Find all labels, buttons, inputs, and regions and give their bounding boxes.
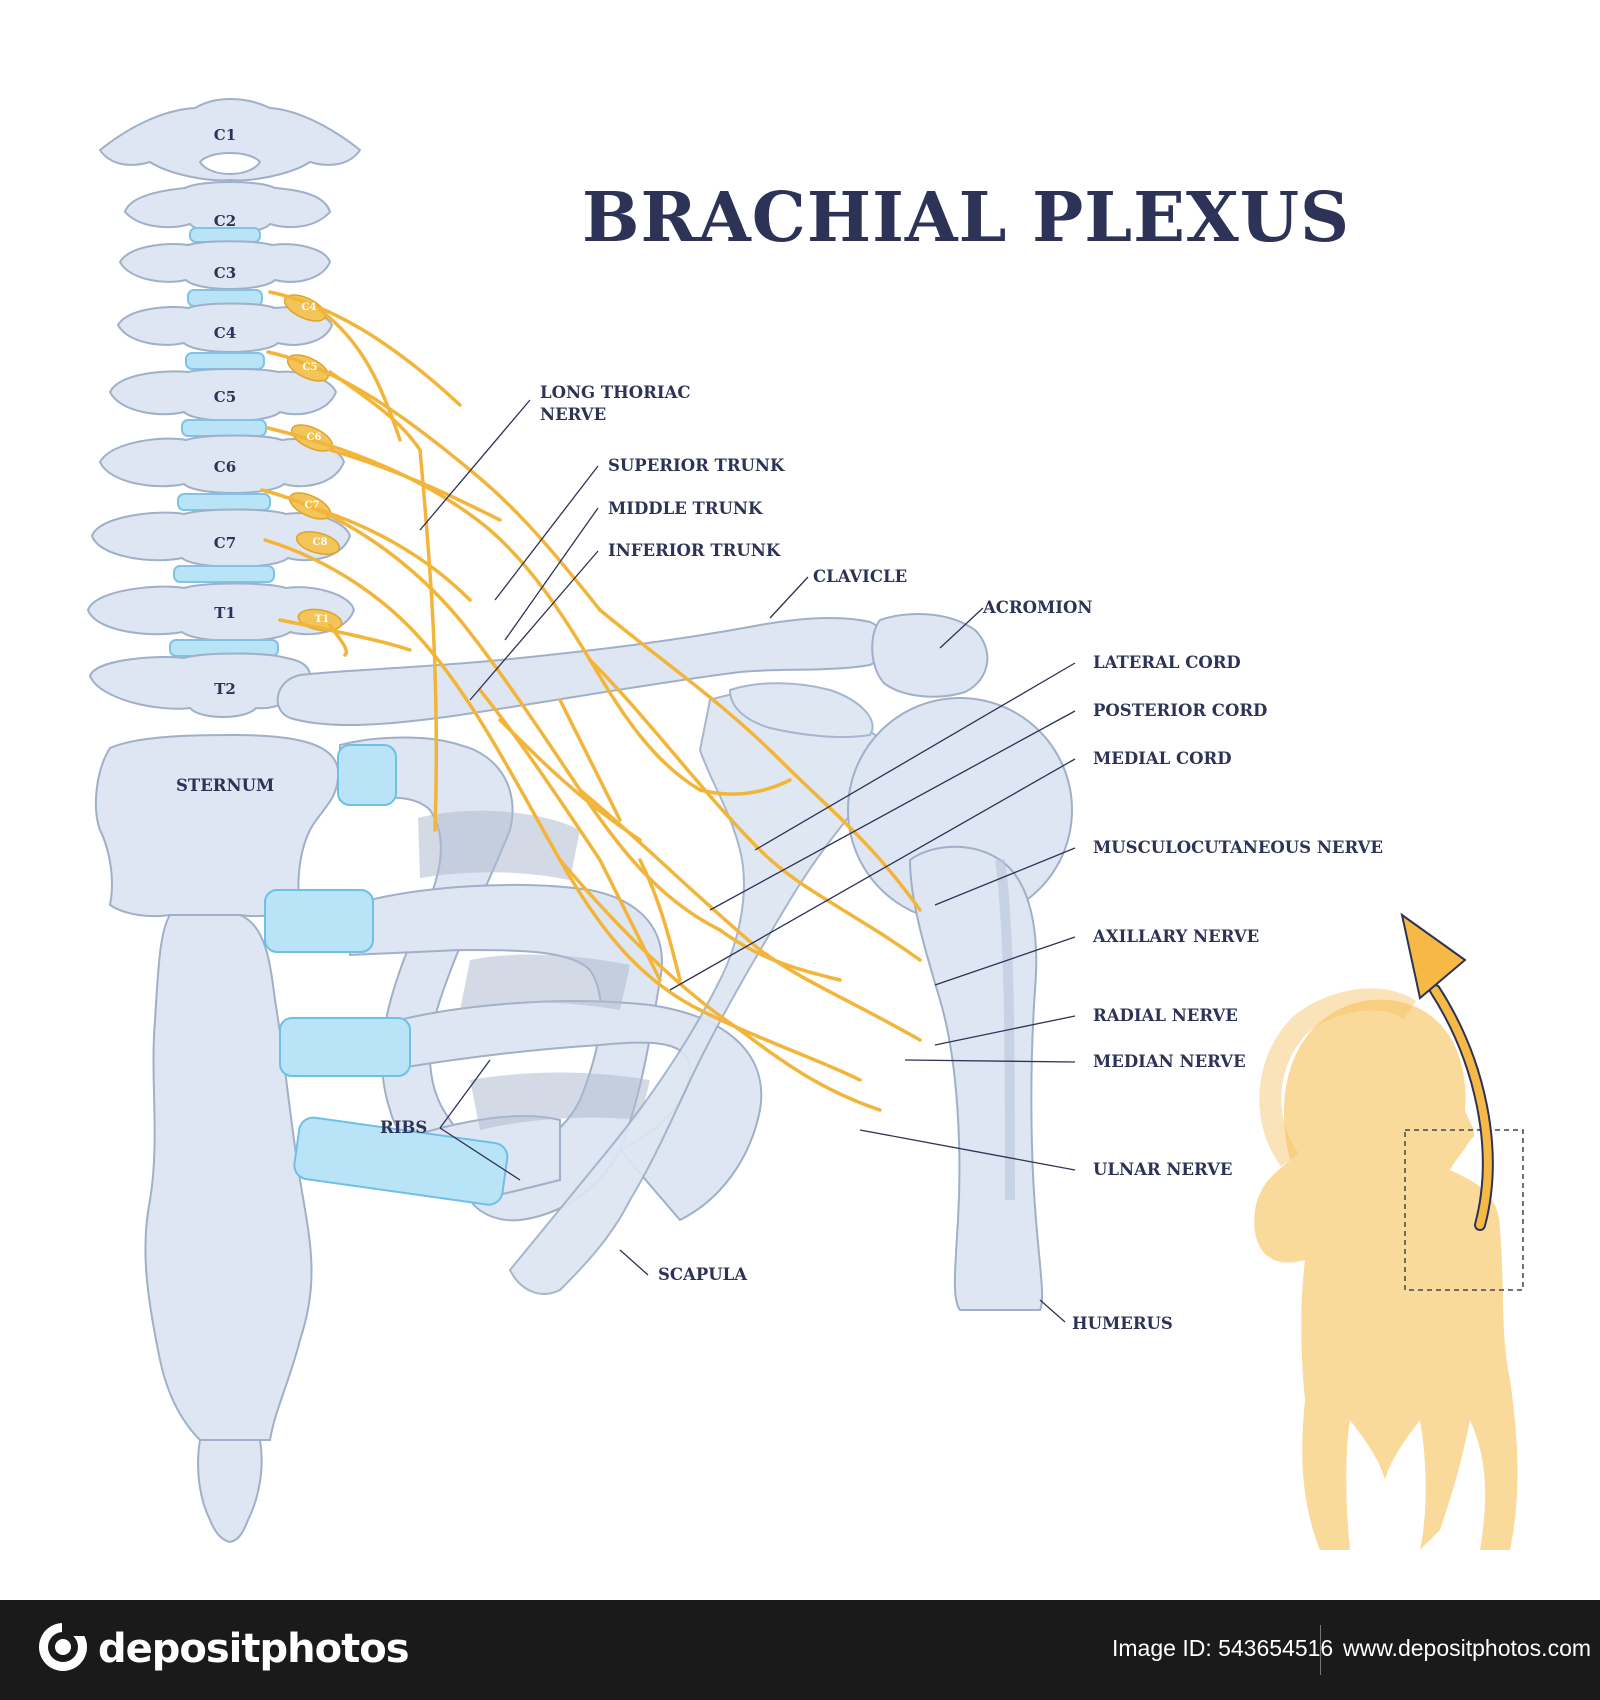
root-label-c7: C7 [304, 500, 320, 511]
label-musculocutaneous-nerve: MUSCULOCUTANEOUS NERVE [1093, 838, 1384, 857]
label-sternum: STERNUM [176, 776, 275, 795]
label-ribs: RIBS [380, 1118, 428, 1137]
vertebra-label-t1: T1 [214, 604, 236, 622]
vertebra-label-c7: C7 [213, 534, 237, 552]
root-label-c6: C6 [306, 432, 322, 443]
root-label-c4: C4 [301, 302, 317, 313]
vertebra-c3 [118, 240, 332, 290]
vertebra-c4 [116, 302, 334, 353]
label-long-thoracic-2: NERVE [540, 405, 607, 424]
label-humerus: HUMERUS [1072, 1314, 1173, 1333]
sternum [94, 733, 340, 1544]
humerus [847, 697, 1073, 1311]
label-long-thoracic-1: LONG THORIAC [540, 383, 691, 402]
label-axillary-nerve: AXILLARY NERVE [1093, 927, 1260, 946]
depositphotos-logo-icon [39, 1622, 88, 1671]
cervical-spine [86, 98, 362, 718]
vertebra-c6 [98, 434, 346, 494]
vertebra-label-c1: C1 [213, 126, 237, 144]
vertebra-c2 [123, 181, 332, 234]
label-lateral-cord: LATERAL CORD [1093, 653, 1241, 672]
label-medial-cord: MEDIAL CORD [1093, 749, 1232, 768]
label-posterior-cord: POSTERIOR CORD [1093, 701, 1268, 720]
brachial-plexus-nerves [260, 290, 922, 1112]
orientation-arrow [1400, 912, 1494, 1231]
label-inferior-trunk: INFERIOR TRUNK [608, 541, 781, 560]
rib-shading [418, 810, 650, 1130]
label-acromion: ACROMION [983, 598, 1093, 617]
label-superior-trunk: SUPERIOR TRUNK [608, 456, 785, 475]
footer-separator [1320, 1625, 1321, 1675]
label-middle-trunk: MIDDLE TRUNK [608, 499, 763, 518]
vertebra-label-c4: C4 [213, 324, 237, 342]
vertebra-label-c5: C5 [213, 388, 237, 406]
vertebra-label-c2: C2 [213, 212, 237, 230]
vertebra-label-t2: T2 [214, 680, 236, 698]
label-ulnar-nerve: ULNAR NERVE [1093, 1160, 1233, 1179]
focus-area-box [1404, 1129, 1524, 1291]
label-median-nerve: MEDIAN NERVE [1093, 1052, 1246, 1071]
label-clavicle: CLAVICLE [813, 567, 908, 586]
diagram-canvas: BRACHIAL PLEXUS C1 C2 C3 C4 C5 C6 C7 T1 … [86, 98, 1524, 1550]
vertebra-label-c3: C3 [213, 264, 237, 282]
root-label-t1: T1 [314, 614, 330, 625]
root-label-c5: C5 [302, 362, 318, 373]
root-label-c8: C8 [312, 537, 328, 548]
anatomy-illustration [86, 98, 1524, 1550]
label-scapula: SCAPULA [658, 1265, 748, 1284]
footer-image-id: Image ID: 543654516 [1112, 1635, 1334, 1661]
body-silhouette [1254, 988, 1524, 1550]
footer-website[interactable]: www.depositphotos.com [1343, 1635, 1592, 1661]
label-radial-nerve: RADIAL NERVE [1093, 1006, 1238, 1025]
vertebra-c7 [90, 508, 352, 568]
leader-lines [419, 399, 1076, 1323]
clavicle [276, 613, 989, 727]
footer-brand: depositphotos [98, 1626, 410, 1672]
vertebra-t1 [86, 582, 356, 642]
vertebra-c5 [108, 368, 338, 422]
vertebra-label-c6: C6 [213, 458, 237, 476]
vertebra-t2 [88, 652, 312, 718]
page-title: BRACHIAL PLEXUS [582, 178, 1351, 258]
costal-cartilages [264, 744, 509, 1206]
watermark-footer: depositphotos Image ID: 543654516 www.de… [0, 1600, 1600, 1700]
vertebra-c1 [98, 98, 362, 182]
